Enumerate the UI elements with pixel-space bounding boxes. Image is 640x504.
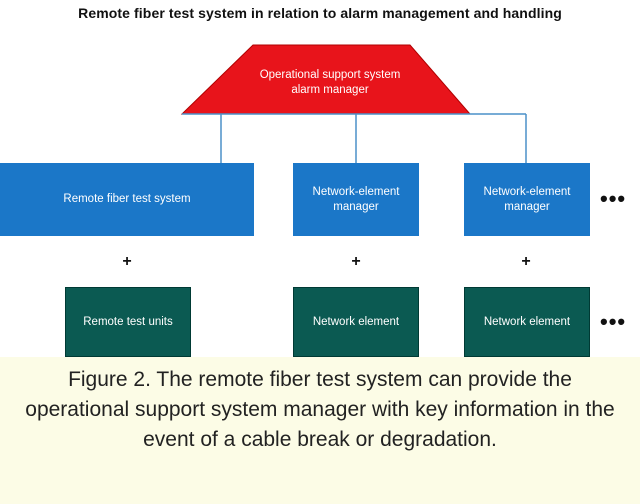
plus-sign-left: +: [122, 253, 132, 270]
remote-test-units-box: Remote test units: [65, 287, 191, 357]
remote-fiber-test-system-box: Remote fiber test system: [0, 163, 254, 236]
osm-label-line2: alarm manager: [291, 84, 369, 96]
osm-label: Operational support system alarm manager: [230, 68, 430, 98]
network-element-manager-box-1: Network-element manager: [293, 163, 419, 236]
network-element-box-1: Network element: [293, 287, 419, 357]
diagram-title: Remote fiber test system in relation to …: [78, 5, 562, 21]
network-element-box-2: Network element: [464, 287, 590, 357]
osm-label-line1: Operational support system: [259, 69, 401, 81]
network-element-manager-box-2: Network-element manager: [464, 163, 590, 236]
plus-sign-right: +: [521, 253, 531, 270]
plus-sign-middle: +: [351, 253, 361, 270]
more-elements-ellipsis: •••: [600, 309, 627, 334]
more-managers-ellipsis: •••: [600, 186, 627, 211]
figure-caption: Figure 2. The remote fiber test system c…: [0, 357, 640, 504]
